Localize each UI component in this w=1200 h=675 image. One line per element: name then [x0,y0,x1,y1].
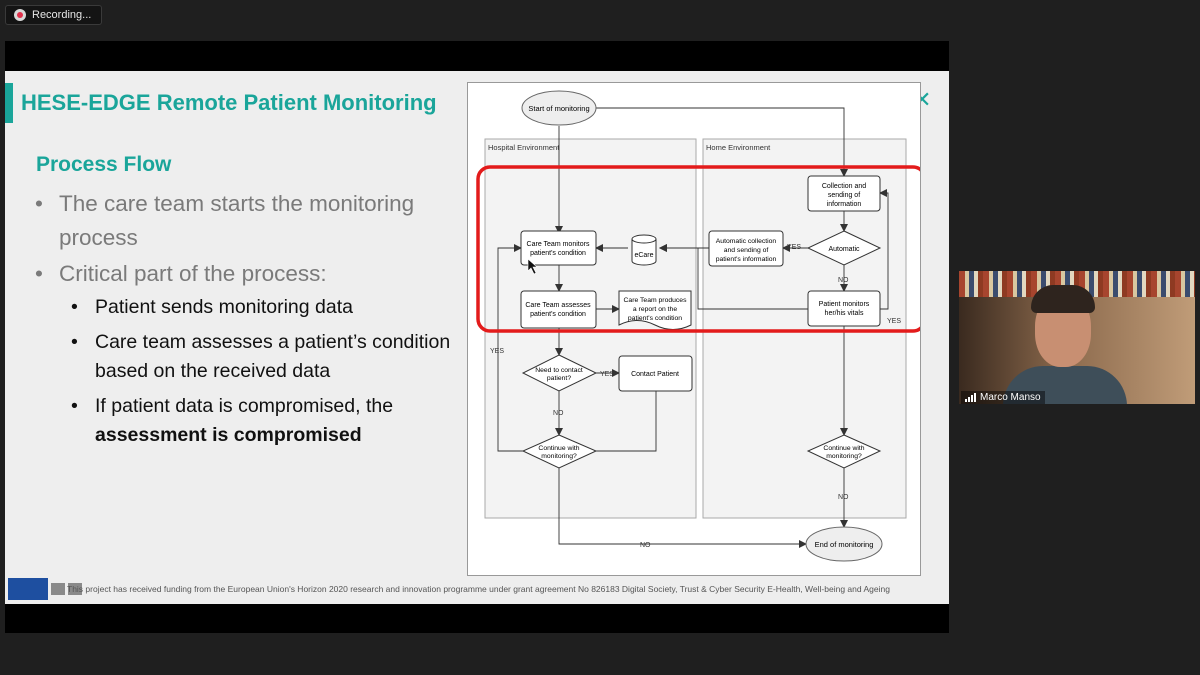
participant-body [1003,366,1127,404]
bullet-item: •Critical part of the process: [35,257,475,291]
node-ecare-database [631,234,657,266]
label-no-contact: NO [553,410,564,417]
node-report-line1: Care Team produces [624,297,688,304]
label-yes-loop: YES [490,348,504,355]
node-collection-line1: Collection and [822,183,866,190]
node-continue-home-line1: Continue with [823,445,864,452]
footer-arrow-icon [68,583,82,595]
node-need-contact-line1: Need to contact [535,367,583,374]
critical-highlight-box [476,165,920,333]
node-continue-home [806,434,882,469]
recording-label: Recording... [32,9,92,21]
node-end-label: End of monitoring [815,540,874,549]
node-monitors-line2: patient's condition [530,250,586,257]
node-end [805,526,883,562]
node-report-line2: a report on the [633,306,677,313]
node-automatic [806,230,882,266]
record-icon [14,9,26,21]
label-yes-contact: YES [600,371,614,378]
shared-slide: HESE-EDGE Remote Patient Monitoring ✕ Pr… [5,71,949,604]
participant-hair [1031,285,1095,313]
node-auto-collection [708,230,784,267]
node-contact-patient [618,355,693,392]
sub-bullet-item: •Care team assesses a patient’s conditio… [71,328,475,386]
eu-flag-logo [8,578,48,600]
node-monitors [520,230,597,266]
node-automatic-label: Automatic [828,246,860,253]
mouse-cursor-icon [527,258,538,275]
sub-bullet-text: If patient data is compromised, the asse… [95,392,475,450]
participant-name-tag: Marco Manso [961,391,1045,404]
sub-bullet-text: Care team assesses a patient’s condition… [95,331,451,382]
node-collection [807,175,881,212]
bullet-text: Critical part of the process: [59,261,327,286]
footer-icons [51,583,82,595]
flowchart-canvas: Hospital Environment Home Environment [476,90,920,562]
node-assesses [520,290,597,329]
node-continue-home-line2: monitoring? [826,453,862,460]
bullet-item: •The care team starts the monitoring pro… [35,187,475,255]
node-continue-hospital-line2: monitoring? [541,453,577,460]
funding-footer: This project has received funding from t… [67,584,890,594]
sub-bullet-item: •Patient sends monitoring data [71,293,475,322]
node-contact-patient-label: Contact Patient [631,371,679,378]
sub-bullet-text: Patient sends monitoring data [95,296,353,318]
node-assesses-line2: patient's condition [530,311,586,318]
node-patient-monitors-line2: her/his vitals [825,310,864,317]
footer-doc-icon [51,583,65,595]
sub-bullet-item: • If patient data is compromised, the as… [71,392,475,450]
label-yes-home-loop: YES [887,318,901,325]
node-patient-monitors [807,290,881,327]
section-heading: Process Flow [36,153,172,176]
node-continue-hospital-line1: Continue with [538,445,579,452]
label-no-home-continue: NO [838,494,849,501]
participant-name: Marco Manso [980,392,1041,403]
node-report-line3: patient's condition [628,315,682,322]
bullet-list: •The care team starts the monitoring pro… [35,187,475,456]
node-continue-hospital [521,434,598,469]
participant-video-tile[interactable]: Marco Manso [959,271,1195,404]
node-auto-collection-line2: and sending of [724,247,769,254]
node-ecare-label: eCare [634,252,653,259]
lane-home-label: Home Environment [706,143,771,152]
sub-bullet-text-bold: assessment is compromised [95,424,362,446]
node-report [618,290,692,330]
flow-connectors [497,107,889,548]
lane-hospital-label: Hospital Environment [488,143,560,152]
node-monitors-line1: Care Team monitors [527,241,590,248]
recording-indicator[interactable]: Recording... [5,5,102,25]
label-no-end: NO [640,542,651,549]
node-start [521,90,597,126]
node-collection-line2: sending of [828,192,860,199]
signal-bars-icon [965,393,976,402]
flowchart: Hospital Environment Home Environment [467,82,921,576]
node-need-contact-line2: patient? [547,375,571,382]
node-patient-monitors-line1: Patient monitors [819,301,870,308]
node-start-label: Start of monitoring [528,104,589,113]
node-auto-collection-line3: patient's information [716,256,777,263]
sub-bullet-text-regular: If patient data is compromised, the [95,395,394,417]
node-need-contact [521,354,598,392]
node-auto-collection-line1: Automatic collection [716,238,777,245]
slide-title: HESE-EDGE Remote Patient Monitoring [21,90,437,115]
node-assesses-line1: Care Team assesses [525,302,591,309]
node-collection-line3: information [827,201,862,208]
bullet-text: The care team starts the monitoring proc… [59,191,415,250]
label-yes-automatic: YES [787,244,801,251]
title-accent-bar [5,83,13,123]
label-no-automatic: NO [838,277,849,284]
